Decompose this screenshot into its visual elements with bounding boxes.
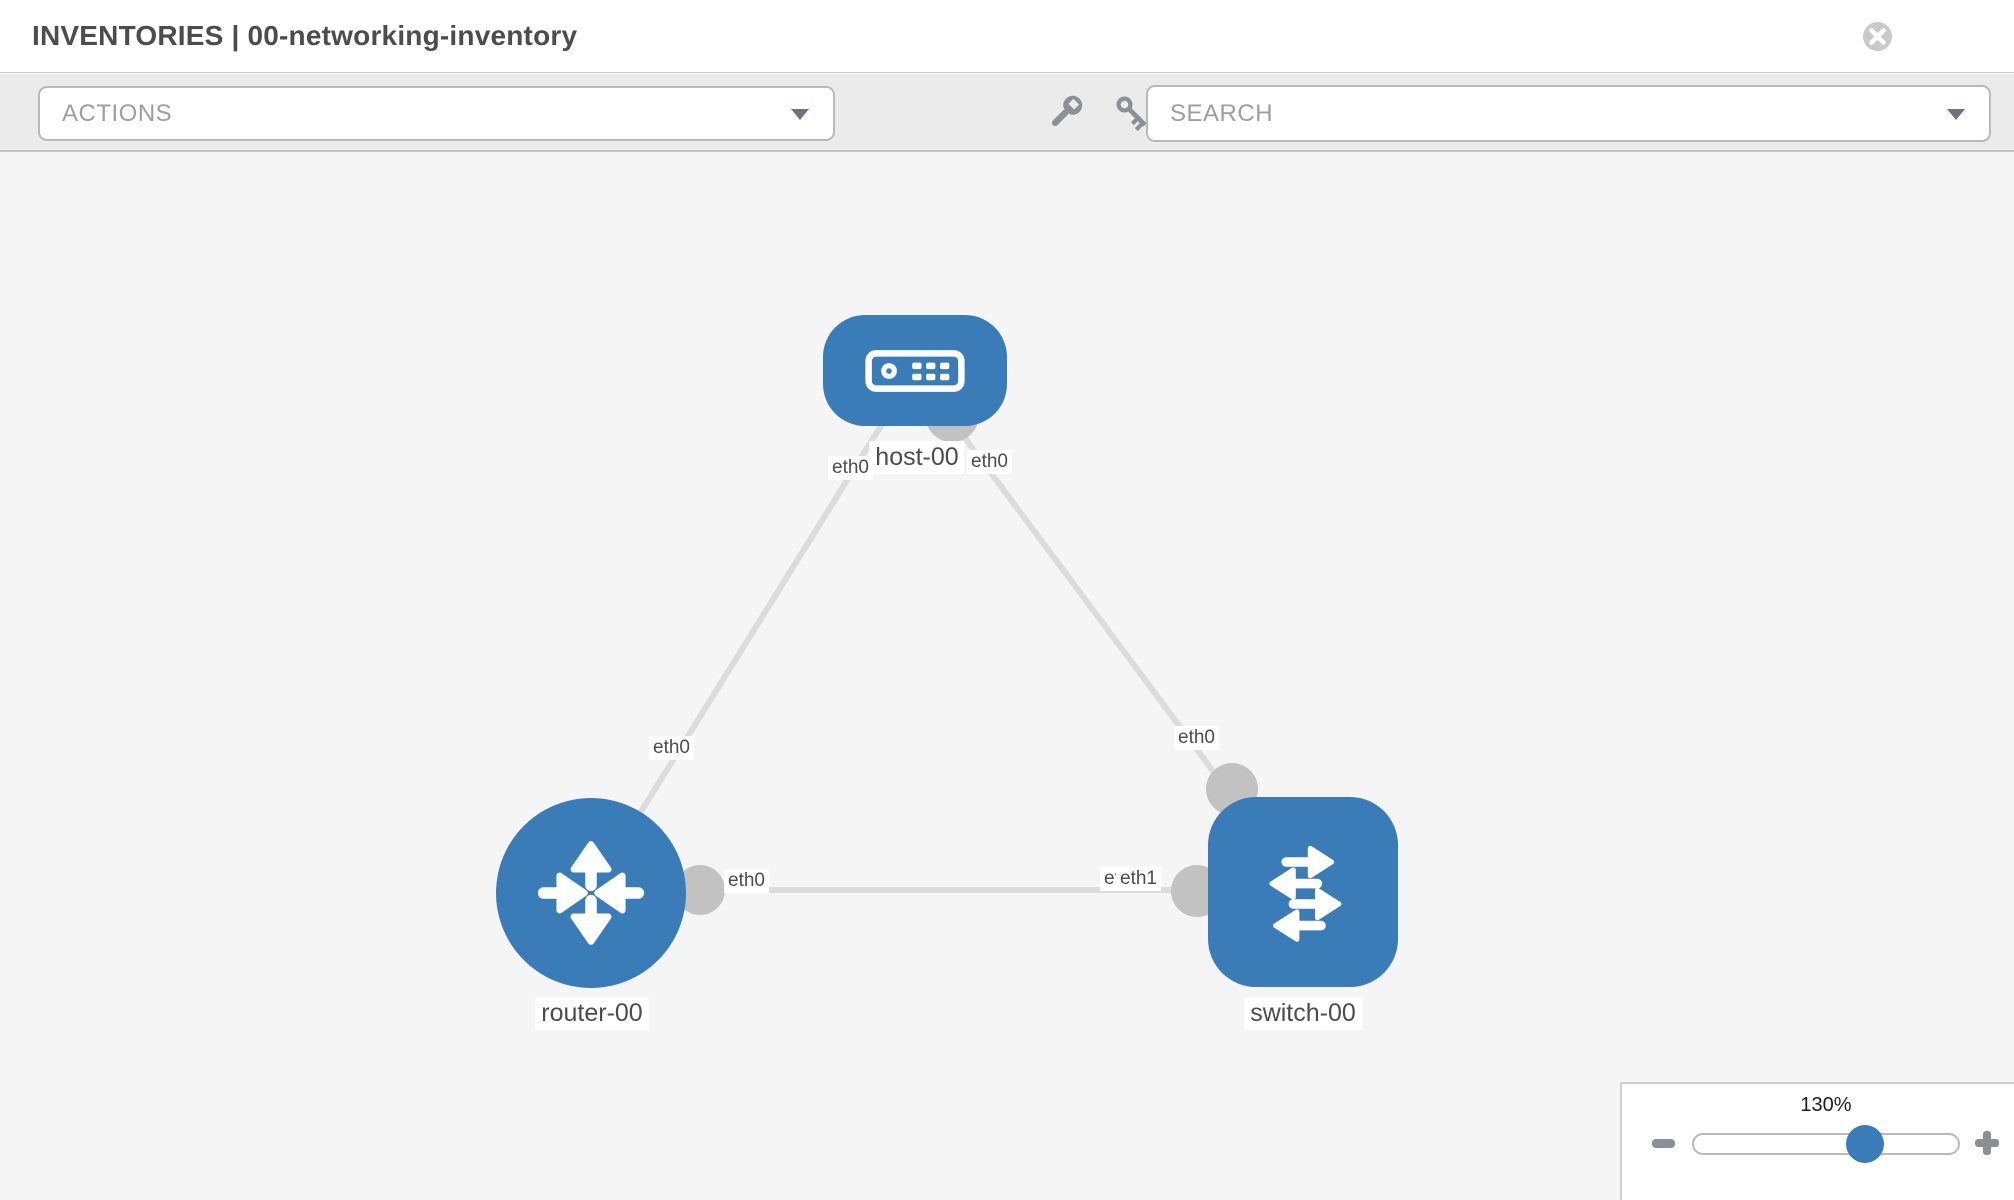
node-label-host-00: host-00 [869,441,965,474]
close-icon [1869,28,1886,45]
topology-canvas[interactable] [0,152,2014,1200]
node-label-switch-00: switch-00 [1244,997,1362,1030]
actions-dropdown-label: ACTIONS [62,99,173,127]
interface-label-router-right: eth0 [724,869,769,893]
zoom-slider-thumb[interactable] [1846,1125,1884,1163]
router-icon [537,841,645,945]
interface-label-switch-left-eth1: eth1 [1116,867,1161,891]
node-router-00[interactable] [496,798,686,988]
node-host-00[interactable] [823,315,1007,426]
interface-label-router-top: eth0 [649,736,694,760]
host-icon [865,349,965,392]
node-switch-00[interactable] [1208,797,1398,987]
interface-label-host-right: eth0 [967,450,1012,474]
actions-dropdown[interactable]: ACTIONS [38,86,835,141]
page-title: INVENTORIES | 00-networking-inventory [32,20,578,51]
interface-label-switch-top: eth0 [1174,726,1219,750]
search-dropdown[interactable]: SEARCH [1146,85,1991,142]
zoom-control-panel: 130% [1620,1082,2014,1200]
interface-label-host-left: eth0 [828,456,873,480]
configure-tools-button[interactable] [1043,90,1089,136]
toolbar: ACTIONS SEARCH [0,74,2014,152]
zoom-out-button[interactable] [1652,1139,1675,1148]
interface-label-switch-left-pair: eth0 eth1 [1100,867,1170,893]
zoom-level-value: 130% [1800,1094,1852,1116]
switch-icon [1269,845,1342,942]
close-button[interactable] [1863,22,1892,51]
zoom-in-button[interactable] [1974,1130,2000,1156]
plus-icon [1983,1131,1991,1155]
chevron-down-icon [791,108,809,120]
key-icon [1116,96,1147,131]
search-placeholder: SEARCH [1170,99,1274,127]
zoom-slider-track[interactable] [1692,1133,1960,1155]
node-label-router-00: router-00 [535,997,649,1030]
window-header: INVENTORIES | 00-networking-inventory [0,0,2014,73]
chevron-down-icon [1947,108,1965,120]
credentials-button[interactable] [1110,90,1156,136]
wrench-icon [1051,95,1083,127]
